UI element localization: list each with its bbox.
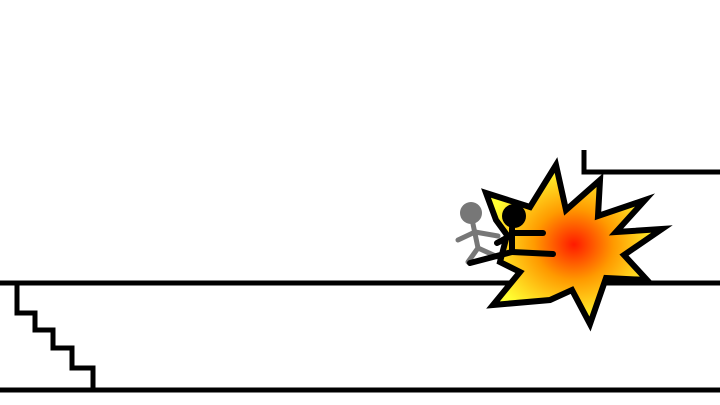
player-stick-figure bbox=[467, 204, 556, 266]
staircase bbox=[14, 283, 96, 390]
upper-ledge bbox=[581, 150, 720, 175]
ghost-stick-figure bbox=[455, 202, 503, 265]
explosion-burst bbox=[481, 157, 673, 332]
